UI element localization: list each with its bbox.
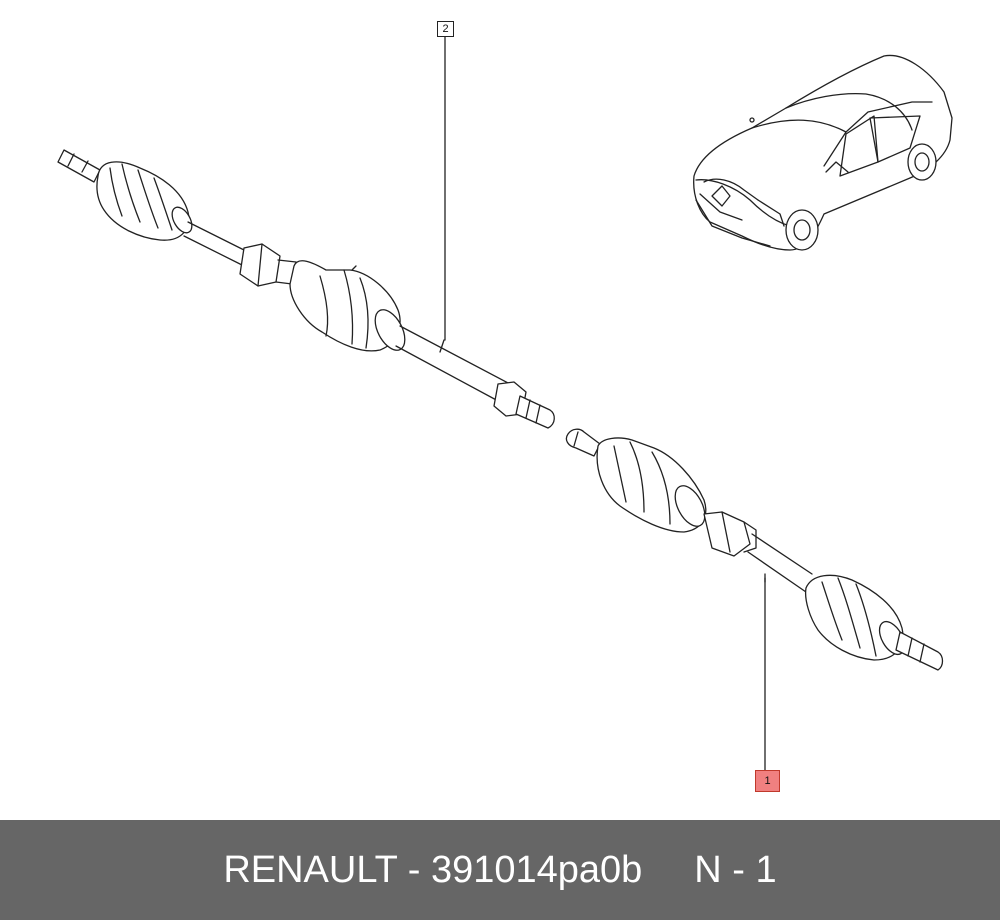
part-number-footer: RENAULT - 391014pa0b N - 1	[0, 820, 1000, 920]
upper-drive-shaft	[57, 149, 555, 429]
quantity-label: N - 1	[694, 848, 777, 891]
callout-part-2[interactable]: 2	[437, 21, 454, 37]
callout-part-1-highlighted[interactable]: 1	[755, 770, 780, 792]
parts-diagram: 2 1	[57, 21, 953, 792]
vehicle-thumbnail	[693, 54, 953, 251]
brand-part-number: RENAULT - 391014pa0b	[223, 848, 643, 891]
lower-drive-shaft	[565, 428, 944, 671]
drive-shaft-drawing	[57, 36, 953, 771]
